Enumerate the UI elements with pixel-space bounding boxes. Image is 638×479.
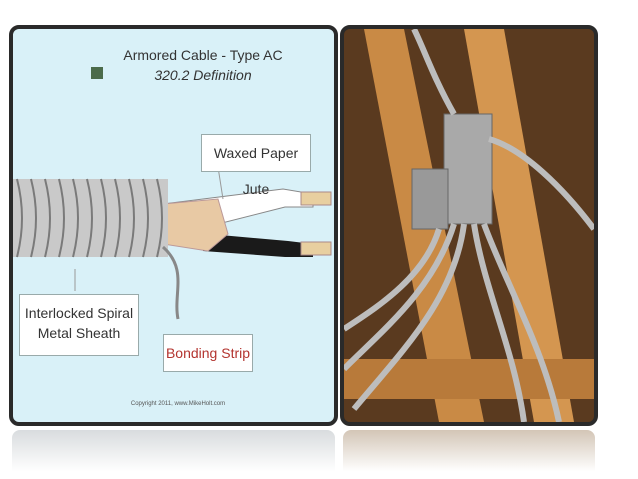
junction-box-side [411,168,449,230]
label-waxed-paper-jute: Waxed Paper Jute [201,134,311,197]
sheath-label-line1: Interlocked Spiral [24,305,134,321]
junction-box [443,113,493,225]
white-wire-conductor [300,191,332,206]
armored-cable-diagram-panel: Armored Cable - Type AC 320.2 Definition… [9,25,338,426]
cable-illustration [13,67,332,320]
sheath-label-line2: Metal Sheath [37,325,121,341]
junction-box-photo [344,29,594,422]
label-bonding-strip: Bonding Strip [163,334,253,372]
copyright-notice: Copyright 2011, www.MikeHolt.com [130,401,226,407]
diagram-subtitle: 320.2 Definition [154,67,252,83]
black-wire-conductor [300,241,332,256]
diagram-title: Armored Cable - Type AC [123,47,283,63]
right-panel-reflection [343,430,595,479]
black-wire [203,234,313,257]
metal-sheath [13,178,168,258]
bonding-strip [161,245,180,320]
armored-cables [344,29,594,422]
label-metal-sheath: Interlocked Spiral Metal Sheath [19,294,139,356]
left-panel-reflection [12,430,335,479]
installation-photo-panel [340,25,598,426]
jute-pointer [217,166,224,200]
logo-icon [91,67,103,79]
